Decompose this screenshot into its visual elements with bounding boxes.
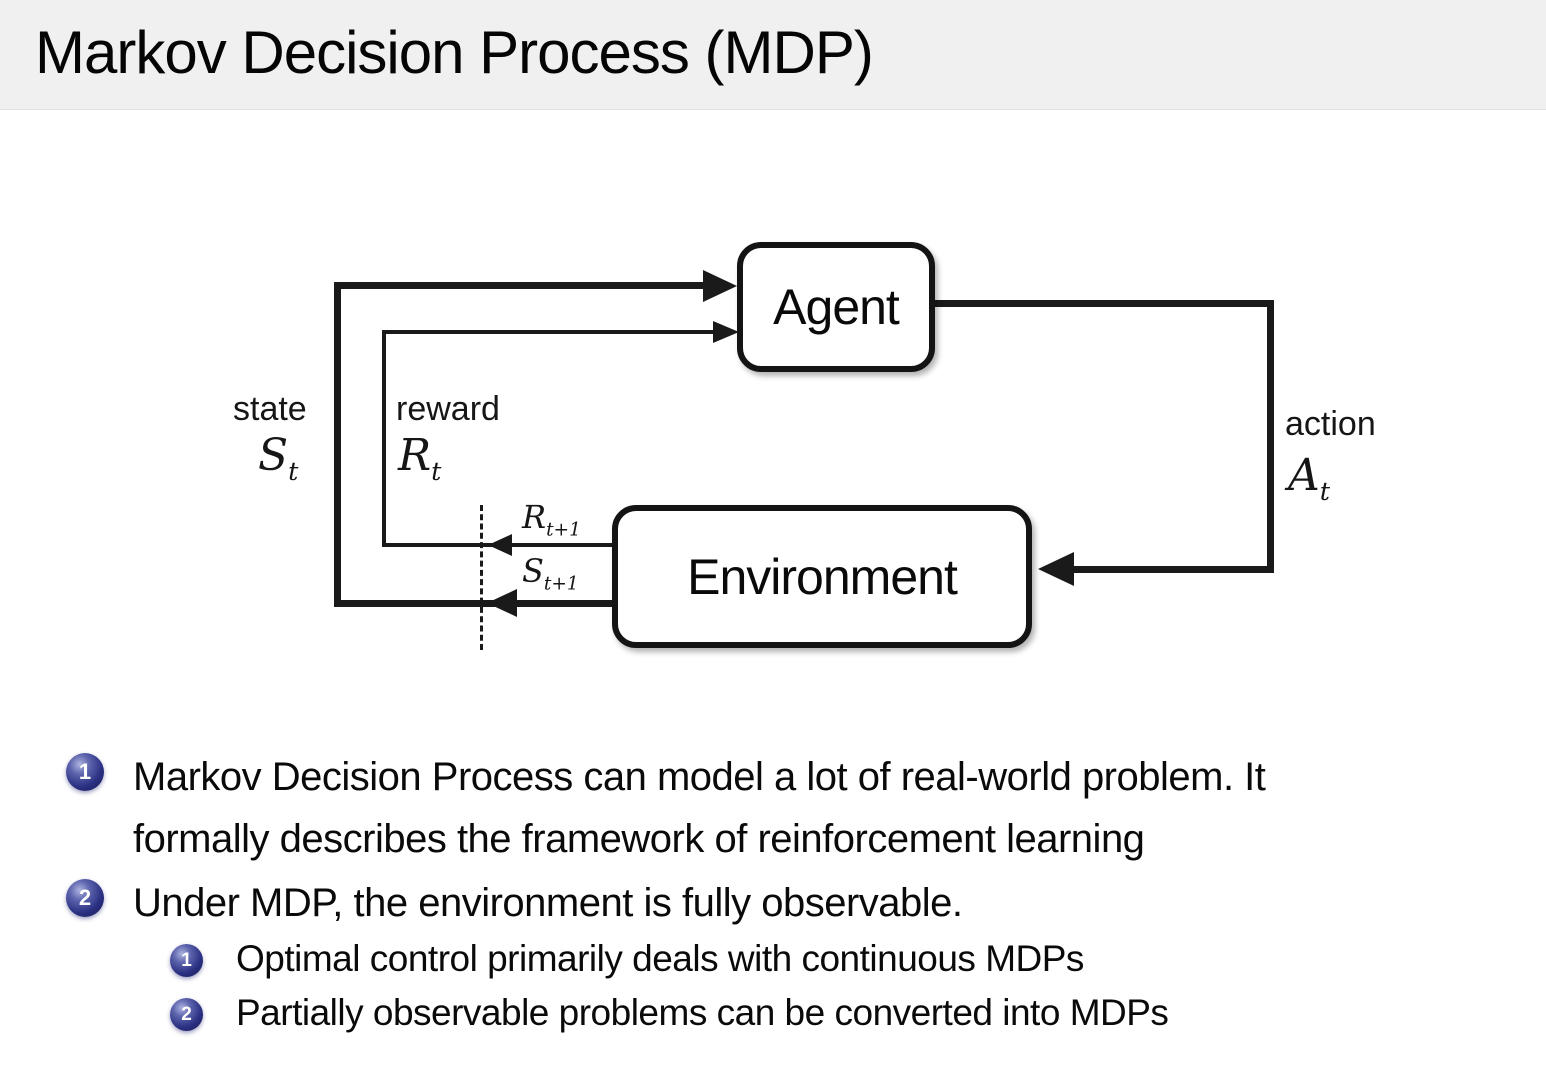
next-reward-symbol: Rt+1 — [522, 498, 581, 541]
agent-box: Agent — [737, 242, 935, 372]
arrowhead-next-reward-icon — [488, 534, 512, 556]
agent-label: Agent — [773, 279, 900, 335]
page-title: Markov Decision Process (MDP) — [35, 19, 874, 86]
state-line-bottom — [334, 600, 612, 607]
reward-line-top — [382, 330, 714, 334]
state-symbol: St — [258, 430, 299, 487]
bullet-1-ball-icon: 1 — [66, 753, 104, 791]
environment-box: Environment — [612, 505, 1032, 648]
arrowhead-reward-to-agent-icon — [713, 321, 739, 343]
state-line-top — [334, 282, 706, 289]
state-line-left — [334, 282, 341, 607]
action-label: action — [1285, 405, 1376, 443]
action-line-top — [933, 300, 1274, 307]
arrowhead-state-to-agent-icon — [703, 270, 737, 302]
state-label: state — [233, 390, 307, 428]
slide-header: Markov Decision Process (MDP) — [0, 0, 1546, 110]
next-state-symbol: St+1 — [522, 552, 579, 595]
arrowhead-action-to-environment-icon — [1038, 552, 1074, 586]
action-symbol: At — [1288, 450, 1331, 507]
bullet-1-text: Markov Decision Process can model a lot … — [133, 755, 1266, 861]
reward-symbol: Rt — [398, 430, 442, 487]
reward-label: reward — [396, 390, 500, 428]
reward-line-left — [382, 330, 386, 547]
arrowhead-next-state-icon — [487, 589, 517, 617]
sub-bullet-2-text: Partially observable problems can be con… — [236, 992, 1169, 1033]
sub-bullet-1-ball-icon: 1 — [170, 944, 203, 977]
action-line-right — [1267, 300, 1274, 573]
bullet-2-ball-icon: 2 — [66, 879, 104, 917]
sub-bullet-2-ball-icon: 2 — [170, 998, 203, 1031]
timestep-dashed-divider — [480, 505, 483, 650]
action-line-bottom — [1070, 566, 1274, 573]
sub-bullet-1-text: Optimal control primarily deals with con… — [236, 938, 1084, 979]
bullet-2-text: Under MDP, the environment is fully obse… — [133, 881, 963, 925]
environment-label: Environment — [687, 548, 958, 605]
